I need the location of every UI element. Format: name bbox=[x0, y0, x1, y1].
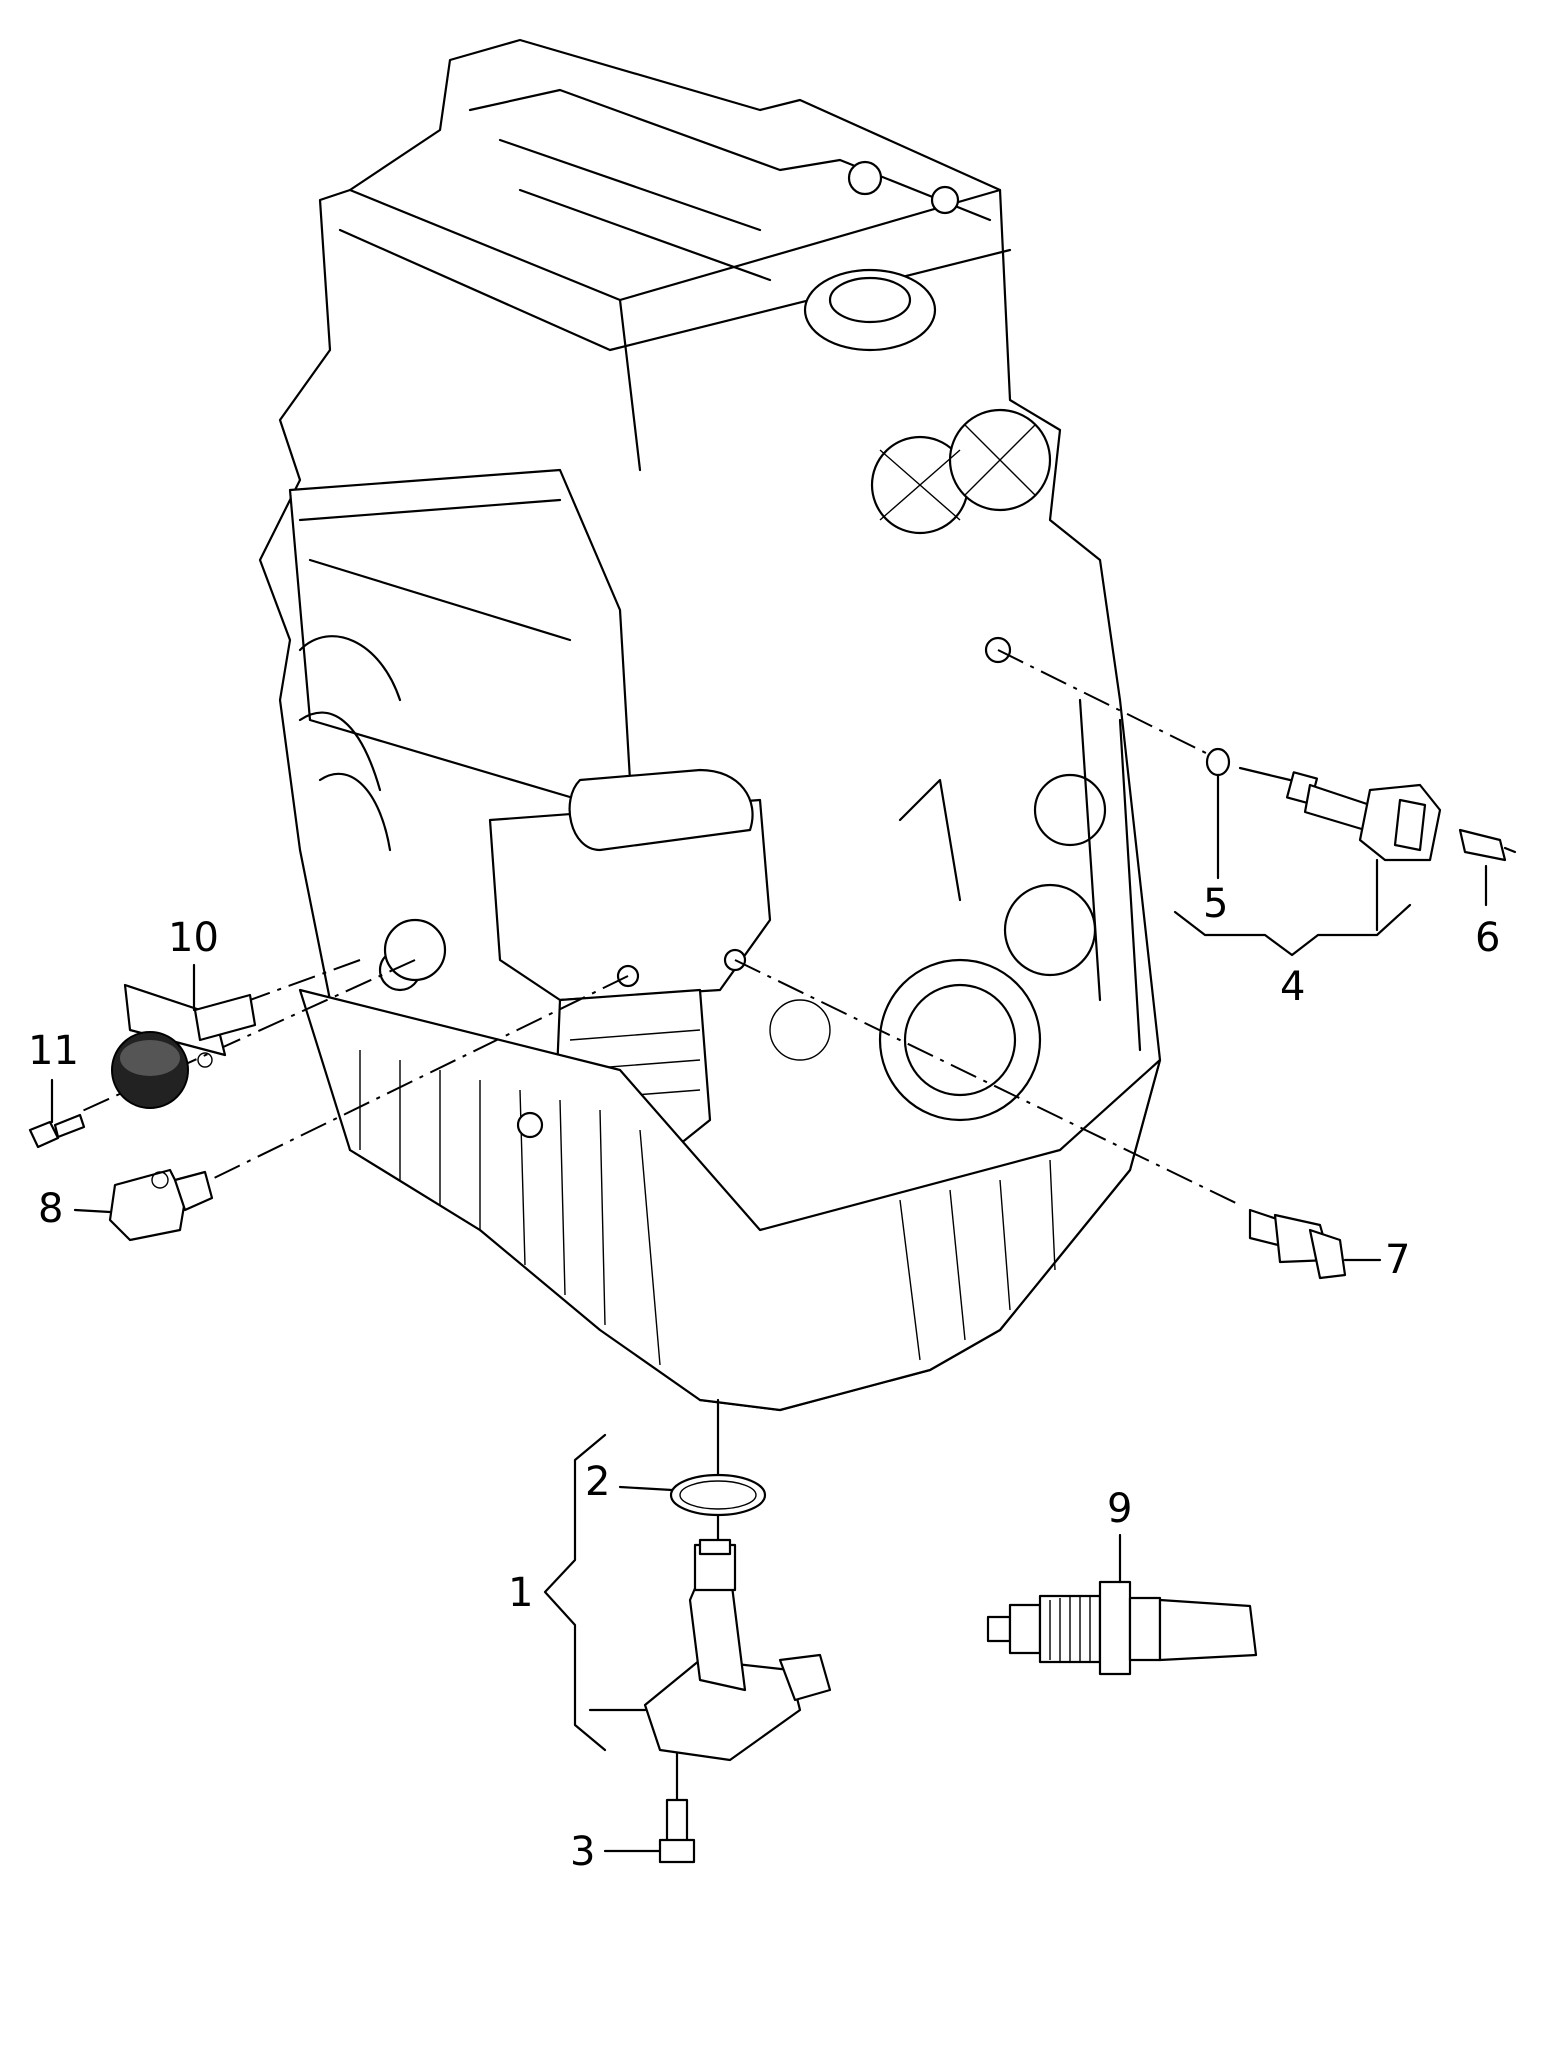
callout-1: 1 bbox=[508, 1570, 533, 1616]
engine-block bbox=[258, 38, 1162, 1412]
part-4-sensor-assembly bbox=[1205, 747, 1517, 862]
callout-10: 10 bbox=[168, 915, 219, 961]
part-3-bolt bbox=[658, 1798, 696, 1864]
part-11-bolt bbox=[28, 1113, 86, 1149]
callout-11: 11 bbox=[28, 1028, 79, 1074]
callout-7: 7 bbox=[1385, 1237, 1410, 1283]
part-2-o-ring bbox=[669, 1473, 767, 1517]
part-7-sensor bbox=[1248, 1208, 1347, 1280]
callout-2: 2 bbox=[585, 1459, 610, 1505]
callout-labels: 1 2 3 4 5 6 7 8 9 10 11 bbox=[28, 881, 1500, 1875]
part-8-sensor bbox=[108, 1168, 214, 1242]
callout-3: 3 bbox=[570, 1829, 595, 1875]
part-9-sensor bbox=[986, 1580, 1258, 1676]
callout-5: 5 bbox=[1203, 881, 1228, 927]
callout-6: 6 bbox=[1475, 915, 1500, 961]
callout-lines bbox=[50, 773, 1488, 1853]
callout-4: 4 bbox=[1280, 964, 1305, 1010]
part-1-oil-level-sensor bbox=[643, 1538, 832, 1762]
part-10-solenoid bbox=[111, 983, 257, 1109]
callout-9: 9 bbox=[1107, 1486, 1132, 1532]
callout-8: 8 bbox=[38, 1186, 63, 1232]
